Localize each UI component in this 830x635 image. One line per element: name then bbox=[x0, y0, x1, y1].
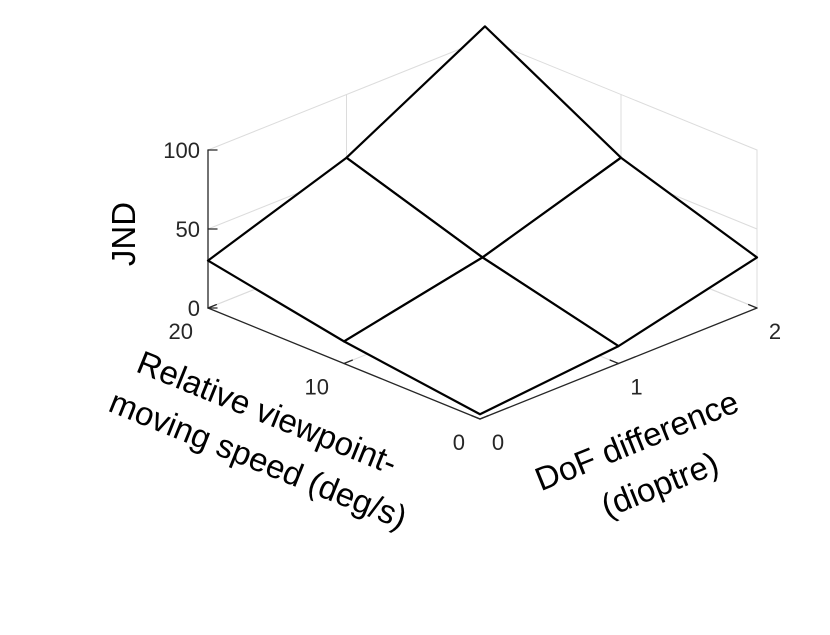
z-axis-label: JND bbox=[105, 202, 142, 266]
speed-tick bbox=[343, 359, 354, 365]
speed-tick-label: 0 bbox=[453, 430, 465, 455]
axis-layer bbox=[207, 149, 758, 420]
dof-tick bbox=[748, 303, 758, 309]
dof-tick bbox=[471, 414, 481, 420]
dof-tick-label: 1 bbox=[630, 375, 642, 400]
speed-tick-label: 10 bbox=[305, 375, 329, 400]
dof-tick-label: 0 bbox=[492, 430, 504, 455]
dof-tick-label: 2 bbox=[769, 319, 781, 344]
surface-patch bbox=[342, 256, 620, 416]
grid-line-backwall-z bbox=[207, 38, 486, 151]
surface-layer bbox=[206, 25, 759, 416]
speed-tick bbox=[479, 415, 490, 420]
dof-tick bbox=[609, 359, 620, 365]
z-tick-label: 0 bbox=[188, 296, 200, 321]
speed-tick bbox=[207, 304, 218, 309]
z-tick-label: 50 bbox=[176, 217, 200, 242]
speed-tick-label: 20 bbox=[169, 319, 193, 344]
z-tick-label: 100 bbox=[163, 138, 200, 163]
grid-line-sidewall-z bbox=[484, 38, 758, 151]
